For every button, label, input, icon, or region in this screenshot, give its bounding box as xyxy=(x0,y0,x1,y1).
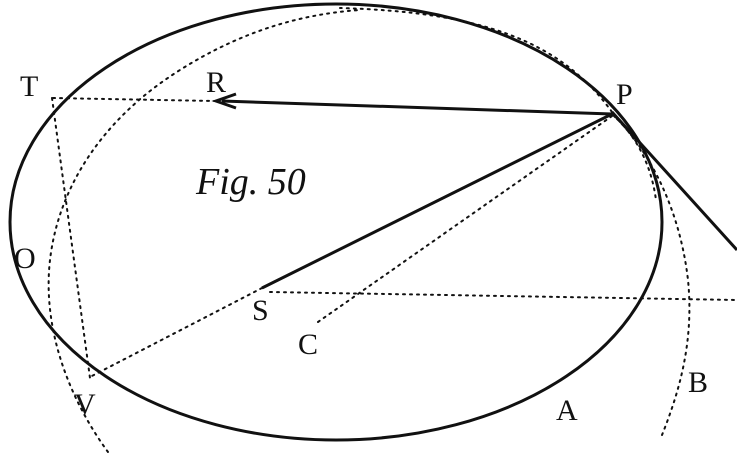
line-tv xyxy=(51,97,91,379)
line-cp xyxy=(317,115,613,323)
label-t: T xyxy=(20,70,38,103)
line-pr xyxy=(221,99,613,116)
tangent-dotted-arc xyxy=(339,7,613,113)
label-a: A xyxy=(556,394,578,427)
tangent-line xyxy=(610,110,737,252)
line-sp xyxy=(261,112,613,290)
orbit-ellipse xyxy=(8,2,664,442)
label-r: R xyxy=(206,66,226,99)
osculating-arc-left xyxy=(47,9,361,453)
label-o: O xyxy=(14,242,36,275)
label-s: S xyxy=(252,294,269,327)
label-c: C xyxy=(298,328,318,361)
dotted-near-p xyxy=(613,115,657,201)
osculating-arc-right xyxy=(611,113,691,436)
label-b: B xyxy=(688,366,708,399)
line-sv xyxy=(87,287,263,379)
label-p: P xyxy=(616,78,633,111)
figure-caption: Fig. 50 xyxy=(195,161,306,203)
label-v: V xyxy=(74,388,96,421)
line-rt xyxy=(51,97,217,102)
line-s-horizontal xyxy=(269,291,737,301)
